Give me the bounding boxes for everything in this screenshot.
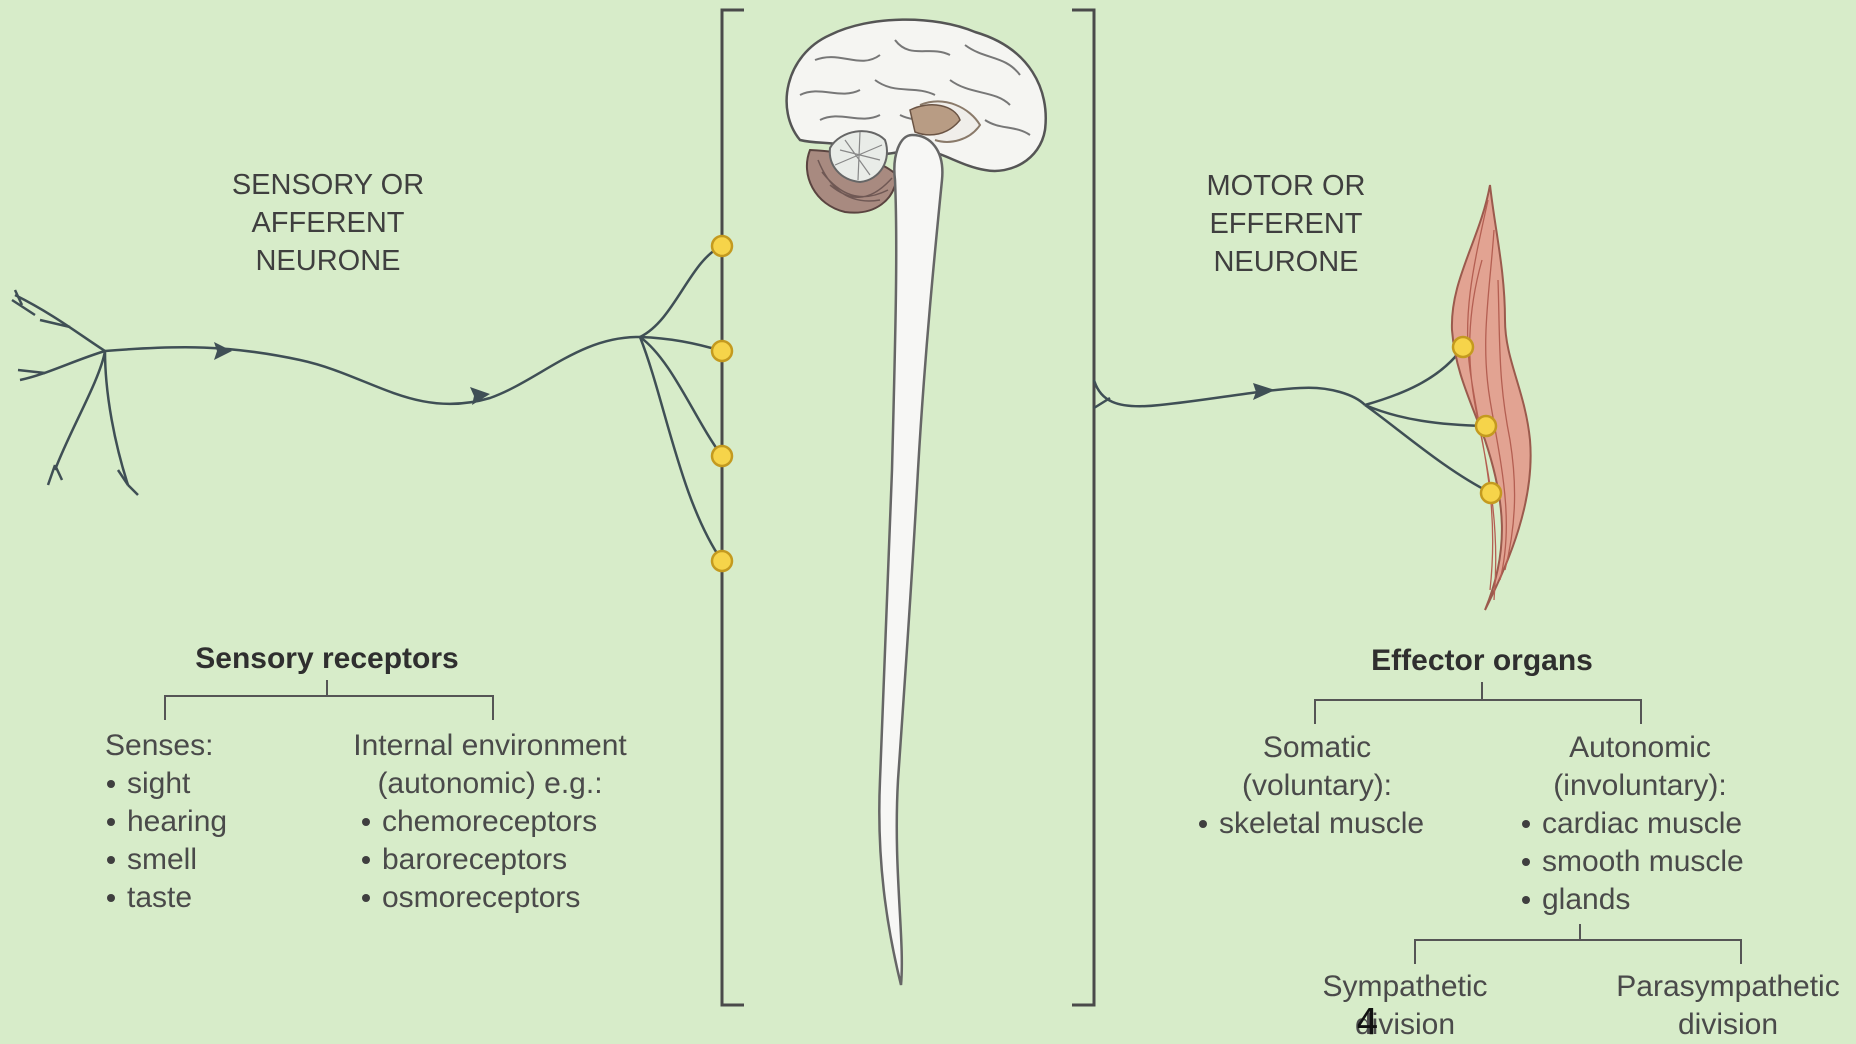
sensory-receptors-title: Sensory receptors [127,640,527,678]
list-item: cardiac muscle [1520,805,1760,843]
list-item: sight [105,765,227,803]
synapse-motor-3 [1481,483,1501,503]
list-item: baroreceptors [360,841,640,879]
motor-label-line: EFFERENT [1136,205,1436,243]
spinal-cord [879,135,942,985]
list-item: osmoreceptors [360,879,640,917]
internal-receptors-list: chemoreceptors baroreceptors osmorecepto… [360,803,640,917]
autonomic-heading-line: Autonomic [1520,729,1760,767]
internal-environment-group: Internal environment (autonomic) e.g.: c… [340,727,640,917]
senses-heading: Senses: [105,727,227,765]
list-item: skeletal muscle [1197,805,1437,843]
synapse-markers [712,236,1501,571]
motor-label-line: NEURONE [1136,243,1436,281]
senses-group: Senses: sight hearing smell taste [105,727,227,917]
synapse-sensory-1 [712,236,732,256]
list-item: smooth muscle [1520,843,1760,881]
somatic-group: Somatic (voluntary): skeletal muscle [1197,729,1437,843]
list-item: hearing [105,803,227,841]
list-item: smell [105,841,227,879]
internal-heading-line: Internal environment [340,727,640,765]
parasympathetic-division-label: Parasympathetic division [1600,968,1856,1044]
list-item: glands [1520,881,1760,919]
synapse-motor-2 [1476,416,1496,436]
autonomic-list: cardiac muscle smooth muscle glands [1520,805,1760,919]
sensory-label-line: SENSORY OR [178,166,478,204]
motor-label-line: MOTOR OR [1136,167,1436,205]
list-item: chemoreceptors [360,803,640,841]
page-number: 4 [1356,1002,1379,1043]
somatic-list: skeletal muscle [1197,805,1437,843]
sensory-arrow-1 [214,342,232,360]
synapse-sensory-2 [712,341,732,361]
sensory-label-line: AFFERENT [178,204,478,242]
synapse-sensory-3 [712,446,732,466]
motor-arrow [1253,383,1275,400]
senses-list: sight hearing smell taste [105,765,227,917]
cns-bracket-right [1072,10,1094,1005]
division-label-line: division [1600,1006,1856,1044]
list-item: taste [105,879,227,917]
sympathetic-division-label: Sympathetic division [1295,968,1515,1044]
motor-neurone [1094,347,1491,493]
sensory-neurone-label: SENSORY OR AFFERENT NEURONE [178,166,478,280]
somatic-heading-line: Somatic [1197,729,1437,767]
cns-bracket-left [722,10,744,1005]
sensory-label-line: NEURONE [178,242,478,280]
sensory-neurone [12,246,722,561]
somatic-heading-line: (voluntary): [1197,767,1437,805]
synapse-sensory-4 [712,551,732,571]
motor-neurone-label: MOTOR OR EFFERENT NEURONE [1136,167,1436,281]
division-label-line: division [1295,1006,1515,1044]
division-label-line: Parasympathetic [1600,968,1856,1006]
autonomic-group: Autonomic (involuntary): cardiac muscle … [1520,729,1760,919]
division-label-line: Sympathetic [1295,968,1515,1006]
sensory-arrow-2 [470,387,490,405]
internal-heading-line: (autonomic) e.g.: [340,765,640,803]
synapse-motor-1 [1453,337,1473,357]
autonomic-heading-line: (involuntary): [1520,767,1760,805]
muscle-fibre [1452,185,1531,610]
effector-organs-title: Effector organs [1282,642,1682,680]
